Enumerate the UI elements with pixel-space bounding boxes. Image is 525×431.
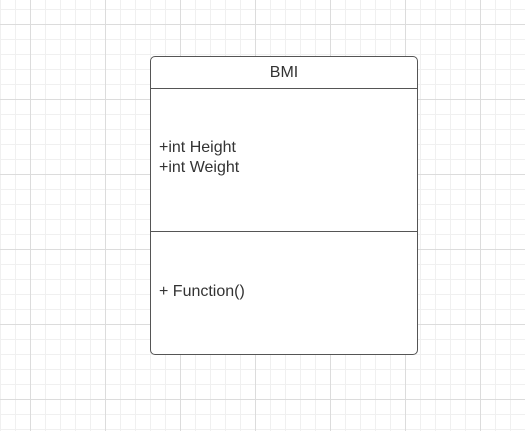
uml-class-box[interactable]: BMI +int Height +int Weight + Function() (150, 56, 418, 355)
method-list: + Function() (159, 282, 245, 302)
class-name[interactable]: BMI (151, 57, 417, 89)
method-function[interactable]: + Function() (159, 283, 245, 300)
attributes-compartment[interactable]: +int Height +int Weight (151, 89, 417, 232)
methods-compartment[interactable]: + Function() (151, 232, 417, 354)
attribute-weight[interactable]: +int Weight (159, 159, 240, 176)
attribute-height[interactable]: +int Height (159, 139, 236, 156)
attribute-list: +int Height +int Weight (159, 138, 239, 178)
